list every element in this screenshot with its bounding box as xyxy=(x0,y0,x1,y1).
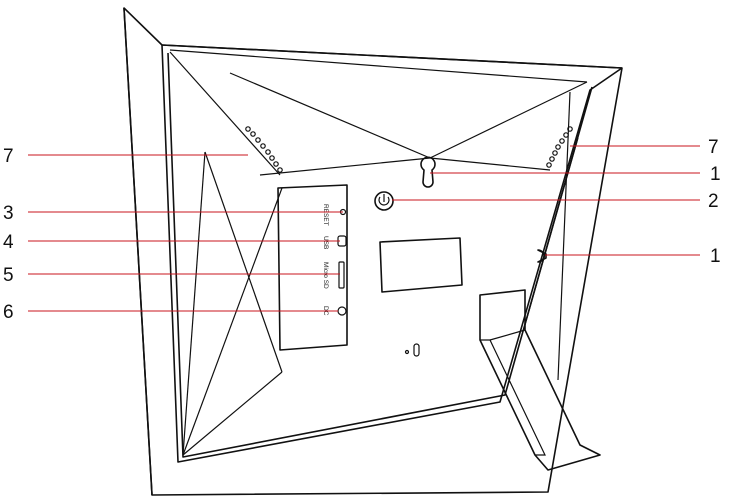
usb-label: USB xyxy=(322,236,329,249)
power-icon xyxy=(375,192,393,210)
callout-7-left: 7 xyxy=(3,146,14,167)
frame-outline xyxy=(124,8,622,495)
callout-1-side: 1 xyxy=(710,246,721,267)
reset-label: RESET xyxy=(322,204,329,226)
reset-port: RESET xyxy=(322,204,346,226)
usb-port: USB xyxy=(322,236,346,249)
keyhole-icon xyxy=(421,157,435,187)
lock-slot-icon xyxy=(406,344,420,356)
callout-6: 6 xyxy=(3,302,14,323)
callout-2: 2 xyxy=(708,191,719,212)
stand xyxy=(480,290,600,470)
port-panel: RESET USB Micro SD DC xyxy=(278,185,347,350)
callout-4: 4 xyxy=(3,232,14,253)
micro-sd-label: Micro SD xyxy=(322,262,329,289)
callout-1-top: 1 xyxy=(710,164,721,185)
micro-sd-slot: Micro SD xyxy=(322,262,344,289)
label-area xyxy=(380,238,462,292)
back-panel-lines xyxy=(170,52,587,455)
callout-7-right: 7 xyxy=(708,137,719,158)
leader-lines xyxy=(28,146,700,311)
callout-3: 3 xyxy=(3,203,14,224)
callout-5: 5 xyxy=(3,265,14,286)
vent-holes-left xyxy=(246,127,282,172)
